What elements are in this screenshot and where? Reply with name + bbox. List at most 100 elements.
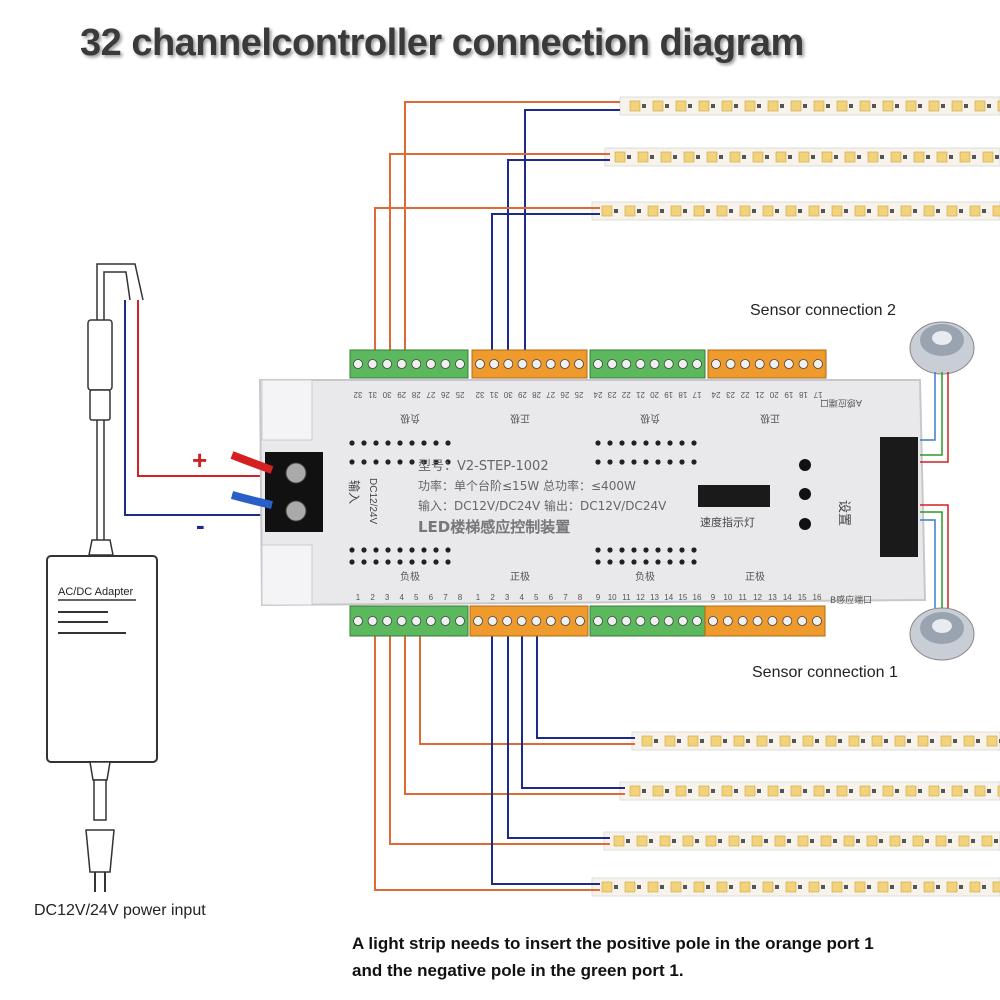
terminal-screw [607,359,618,369]
channel-number: 31 [368,390,377,399]
terminal-screw [754,359,765,369]
channel-number: 5 [414,593,419,602]
terminal-screw [663,359,674,369]
led-strip [619,781,1000,801]
power-spec-text: 功率：单个台阶≤15W 总功率：≤400W [418,478,636,493]
channel-number: 4 [399,593,404,602]
indicator-dot [409,459,415,465]
settings-label: 设置 [836,500,851,526]
terminal-screw [545,359,556,369]
terminal-screw [455,359,465,369]
channel-number: 8 [578,593,583,602]
indicator-dot [607,459,613,465]
indicator-dot [385,559,391,565]
channel-number: 13 [650,593,659,602]
indicator-dot [349,559,355,565]
neg-label-top-1: 负极 [400,412,420,425]
channel-number: 7 [443,593,448,602]
channel-number: 12 [636,593,645,602]
indicator-dot [679,559,685,565]
terminal-screw [475,359,485,369]
channel-number: 14 [783,593,792,602]
indicator-dot [421,547,427,553]
indicator-dot [667,459,673,465]
channel-number: 28 [532,390,541,399]
indicator-dot [595,459,601,465]
indicator-dot [667,547,673,553]
indicator-dot [691,547,697,553]
terminal-screw [767,616,778,626]
indicator-dot [433,559,439,565]
channel-number: 19 [784,390,793,399]
diagram-title: 32 channelcontroller connection diagram [80,22,804,64]
indicator-dot [361,559,367,565]
indicator-dot [655,440,661,446]
blue-wire [536,630,635,739]
terminal-screw [593,616,603,626]
terminal-screw [353,359,363,369]
blue-wire [507,159,610,365]
terminal-screw [382,359,393,369]
indicator-dot [445,459,451,465]
channel-number: 32 [353,390,362,399]
channel-number: 20 [650,390,659,399]
terminal-screw [677,616,688,626]
terminal-screw [440,359,451,369]
power-wires [124,300,265,516]
channel-number: 2 [490,593,495,602]
indicator-dot [385,547,391,553]
indicator-dot [361,440,367,446]
indicator-dot [679,547,685,553]
led-strip [631,731,1000,751]
indicator-dot [409,440,415,446]
channel-number: 24 [593,390,602,399]
terminal-screw [473,616,483,626]
channel-number: 31 [489,390,498,399]
terminal-screw [487,616,498,626]
terminal-screw [813,359,823,369]
input-label: 输入 [347,480,362,504]
ac-dc-adapter [46,555,158,892]
led-strip [603,831,1000,851]
pos-label-top-2: 正极 [760,412,780,425]
channel-number: 24 [711,390,720,399]
terminal-screw [692,616,702,626]
terminal-screw [593,359,603,369]
terminal-screw [711,359,721,369]
channel-number: 18 [678,390,687,399]
terminal-screw [663,616,674,626]
indicator-dot [691,559,697,565]
terminal-screw [649,359,660,369]
terminal-screw [545,616,556,626]
terminal-screw [455,616,465,626]
channel-number: 17 [813,390,822,399]
indicator-dot [643,547,649,553]
channel-number: 11 [739,593,748,602]
indicator-dot [607,547,613,553]
indicator-dot [631,547,637,553]
indicator-dot [667,440,673,446]
indicator-dot [409,547,415,553]
terminal-screw [574,359,584,369]
orange-wire [374,207,600,365]
channel-number: 29 [397,390,406,399]
indicator-dot [349,440,355,446]
terminal-screw [607,616,618,626]
terminal-screw [502,616,513,626]
indicator-dot [421,559,427,565]
indicator-dot [595,547,601,553]
channel-number: 27 [426,390,435,399]
terminal-screw [812,616,822,626]
channel-number: 25 [574,390,583,399]
channel-number: 30 [503,390,512,399]
sensor-top [909,321,975,375]
channel-number: 3 [385,593,390,602]
indicator-dot [397,559,403,565]
blue-wire [524,109,620,365]
channel-number: 10 [608,593,617,602]
orange-wire [374,630,600,891]
channel-number: 26 [440,390,449,399]
indicator-dots [349,440,697,565]
channel-number: 16 [813,593,822,602]
terminal-screw [411,359,422,369]
